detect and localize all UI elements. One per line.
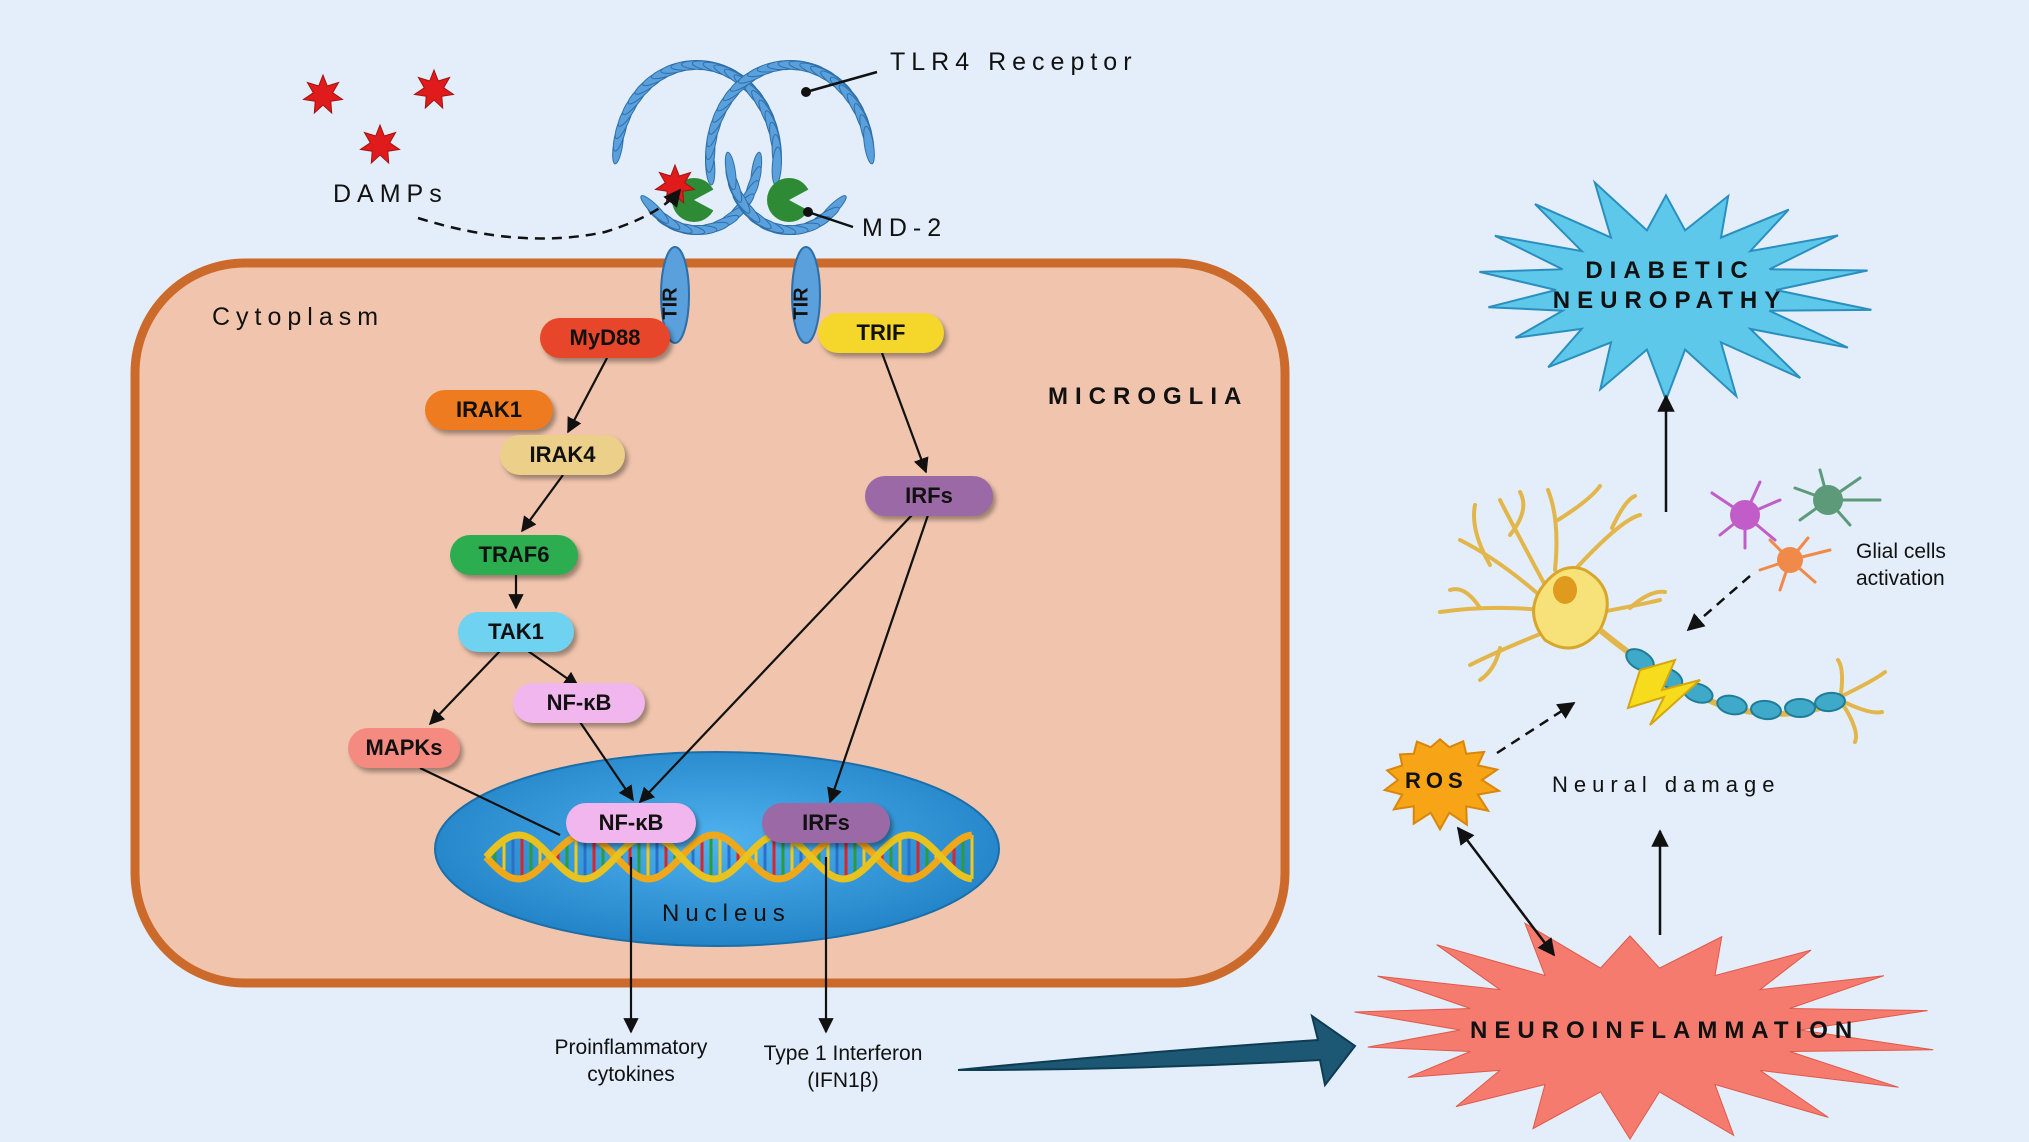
arrow-irfs-nfkb [638, 514, 913, 804]
irak4-node: IRAK4 [500, 435, 625, 475]
damp-star [359, 123, 401, 165]
tir-left-label: TIR [659, 287, 682, 320]
right-arrows [1456, 394, 1751, 957]
line-mapks-nucleus [419, 767, 561, 836]
damps-label: DAMPs [333, 180, 448, 208]
receptor-coil-segment [724, 151, 737, 191]
glial-cells-activation-label: Glial cells activation [1856, 538, 1976, 592]
neural-damage-label: Neural damage [1552, 772, 1781, 797]
glial-cells-illustration [1710, 468, 1882, 592]
cytoplasm-label: Cytoplasm [212, 303, 385, 331]
tlr4-receptor-coils [612, 60, 875, 236]
irak1-node: IRAK1 [425, 390, 553, 430]
tir-domain-left [660, 246, 690, 344]
diabetic-line1: DIABETIC [1585, 257, 1755, 284]
tlr4-leader-dot [801, 87, 811, 97]
nucleus [434, 751, 1000, 947]
tlr4-leader [805, 70, 878, 94]
trif-node: TRIF [818, 313, 944, 353]
microglia-cell [130, 258, 1290, 988]
interferon-line1: Type 1 Interferon [763, 1042, 923, 1065]
dna-strand [483, 831, 973, 883]
md2-leader [807, 210, 854, 229]
myelin-segment [1784, 698, 1816, 718]
nucleus-label: Nucleus [662, 900, 791, 927]
irfs-cytoplasm-node: IRFs [865, 476, 993, 516]
myelin-segment [1750, 699, 1782, 721]
arrow-nfkb-nucleus [579, 721, 634, 802]
damp-molecules [302, 68, 696, 205]
damps-arrow [417, 188, 682, 240]
irfs-nucleus-node: IRFs [762, 803, 890, 843]
neuron-illustration [1438, 484, 1887, 744]
arrow-myd88-irak4 [567, 357, 608, 434]
damp-star [413, 68, 455, 110]
ros-star [1382, 737, 1502, 832]
interferon-line2: (IFN1β) [807, 1069, 879, 1092]
arrow-ros-neuroinflammation [1456, 826, 1556, 957]
glial-line1: Glial cells [1856, 540, 1946, 563]
pathway-arrows [419, 352, 930, 1034]
damp-star [302, 73, 344, 115]
md2-leader-dot [803, 207, 813, 217]
arrow-tak1-nfkb [527, 650, 580, 687]
mapks-node: MAPKs [348, 728, 460, 768]
proinflammatory-cytokines-label: Proinflammatory cytokines [538, 1034, 724, 1088]
arrow-trif-irfs [880, 352, 929, 474]
myd88-node: MyD88 [540, 318, 670, 358]
receptor-coil-segment [863, 125, 875, 165]
arrow-irak4-traf6 [521, 474, 564, 533]
tlr4-receptor-label: TLR4 Receptor [890, 48, 1138, 76]
dna-strand [483, 831, 973, 883]
myelin-segment [1814, 691, 1846, 713]
arrow-irfs-irfs [827, 514, 930, 804]
traf6-node: TRAF6 [450, 535, 578, 575]
diabetic-line2: NEUROPATHY [1552, 287, 1788, 314]
tir-right-label: TIR [790, 287, 813, 320]
neuroinflammation-label: NEUROINFLAMMATION [1470, 1017, 1860, 1044]
arrow-glial-to-neuron [1686, 575, 1751, 632]
dna-helix [483, 831, 974, 883]
tak1-node: TAK1 [458, 612, 574, 652]
glial-line2: activation [1856, 567, 1945, 590]
myelin-segment [1716, 694, 1748, 716]
arrow-ros-to-neuron [1496, 701, 1576, 755]
big-arrow [957, 1013, 1357, 1088]
tir-domain-right [791, 246, 821, 344]
proinflammatory-line2: cytokines [587, 1063, 675, 1086]
arrow-tak1-mapks [428, 650, 501, 726]
ros-label: ROS [1405, 768, 1468, 793]
nfkb-cytoplasm-node: NF-κB [513, 683, 645, 723]
type1-interferon-label: Type 1 Interferon (IFN1β) [748, 1040, 938, 1094]
md2-right [767, 178, 815, 222]
microglia-label: MICROGLIA [1048, 383, 1249, 410]
diabetic-neuropathy-label: DIABETIC NEUROPATHY [1520, 256, 1820, 316]
nfkb-nucleus-node: NF-κB [566, 803, 696, 843]
proinflammatory-line1: Proinflammatory [554, 1036, 708, 1059]
neuroinflammation-star [1354, 922, 1934, 1141]
md2-label: MD-2 [862, 214, 948, 242]
